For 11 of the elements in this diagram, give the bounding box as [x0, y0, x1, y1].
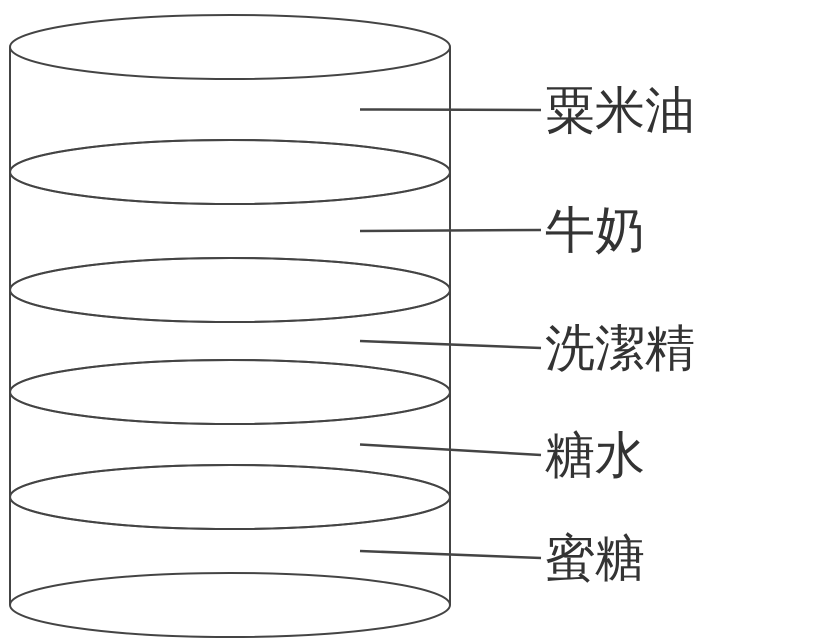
layer-label: 牛奶 [545, 200, 645, 260]
leader-line [360, 340, 542, 350]
layer-label: 糖水 [545, 425, 645, 485]
layer-label: 蜜糖 [545, 528, 645, 588]
leader-line [360, 108, 541, 112]
leader-line [360, 228, 541, 232]
leader-line [360, 443, 542, 456]
leader-line [360, 550, 542, 560]
layer-label: 洗潔精 [545, 318, 695, 378]
layer-label: 粟米油 [545, 80, 695, 140]
liquid-layer [9, 464, 451, 638]
